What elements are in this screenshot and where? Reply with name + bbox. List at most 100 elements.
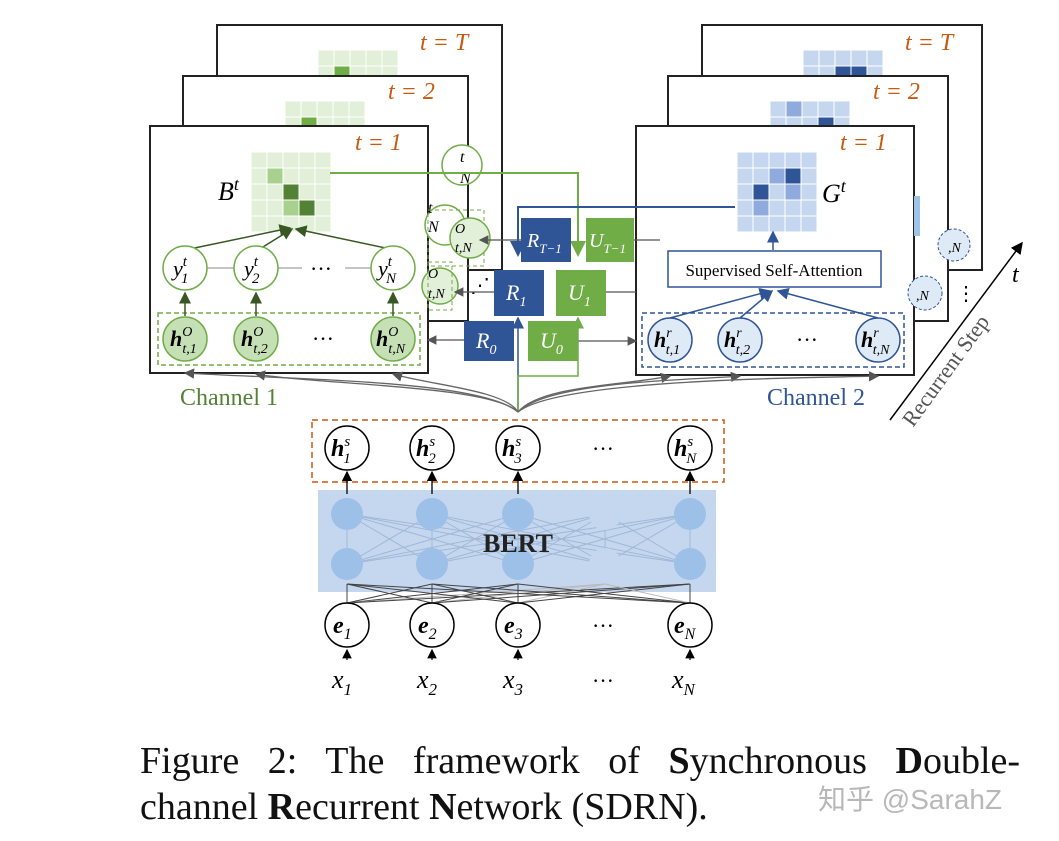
- back-fragment-sub: t,N: [428, 287, 445, 302]
- middle-dots: ⋰: [470, 275, 490, 297]
- matrix-cell: [314, 199, 332, 217]
- hs-ellipsis: ···: [592, 436, 614, 461]
- U-0-block: [528, 321, 578, 361]
- matrix-G: [736, 151, 818, 233]
- hO-node-N: [370, 316, 416, 362]
- recurrent-step-var: t: [1012, 262, 1020, 288]
- U-0-label: U0: [540, 328, 563, 358]
- matrix-cell: [266, 199, 284, 217]
- bert-node: [674, 498, 706, 530]
- matrix-cell: [266, 167, 284, 185]
- matrix-cell: [250, 215, 268, 233]
- matrix-cell: [800, 215, 818, 233]
- e-ellipsis: ···: [592, 613, 614, 638]
- matrix-cell: [300, 100, 318, 118]
- matrix-cell: [784, 167, 802, 185]
- frame-label-t-2-right: t = 2: [873, 79, 920, 105]
- matrix-cell: [250, 199, 268, 217]
- embedding-edge: [431, 583, 519, 604]
- matrix-cell: [768, 199, 786, 217]
- matrix-B-label: Bt: [218, 174, 240, 206]
- frame-label-t-T-left: t = T: [420, 30, 470, 56]
- matrix-cell: [817, 100, 835, 118]
- e-node-2: [409, 602, 455, 648]
- bert-node: [502, 498, 534, 530]
- hs-node-N: [667, 425, 713, 471]
- matrix-cell: [266, 151, 284, 169]
- matrix-cell: [332, 100, 350, 118]
- back-fragment-sup: t: [428, 200, 433, 217]
- R-1-label: R1: [505, 280, 526, 310]
- bert-node: [589, 498, 621, 530]
- hs-node-1: [324, 425, 370, 471]
- embedding-edge: [346, 583, 433, 604]
- matrix-cell: [801, 100, 819, 118]
- back-y-node: [441, 144, 483, 186]
- channel2-back-fragments: ,N ,N ⋮: [907, 196, 976, 311]
- back-fragment-sub: t,N: [455, 241, 472, 256]
- relation-units: RT−1 UT−1 R1 U1 R0 U0: [464, 218, 634, 361]
- hs-node-3: [495, 425, 541, 471]
- frame-label-t-1-right: t = 1: [840, 130, 887, 156]
- matrix-cell: [833, 100, 851, 118]
- channel1-title: Channel 1: [180, 385, 278, 411]
- R-0-label: R0: [475, 328, 496, 358]
- back-fragment-sub-right: ,N: [948, 241, 962, 256]
- x-token-N: xN: [671, 665, 697, 699]
- matrix-cell: [834, 49, 852, 67]
- channel1-h-arrows: [179, 291, 399, 316]
- matrix-cell: [317, 49, 335, 67]
- back-dots-right: ⋮: [956, 283, 976, 305]
- x-ellipsis: ···: [592, 668, 614, 693]
- frame-label-t-2-left: t = 2: [388, 79, 435, 105]
- channel2-h-arrows: [669, 287, 879, 319]
- bert-label: BERT: [483, 529, 553, 558]
- hr-node-N: [855, 317, 901, 363]
- back-fragment-sub-right: ,N: [916, 289, 930, 304]
- U-1-block: [556, 270, 606, 316]
- hO-node-1: [162, 316, 208, 362]
- matrix-cell: [282, 151, 300, 169]
- matrix-cell: [349, 49, 367, 67]
- input-tokens: x1 x2 x3 ··· xN: [331, 665, 697, 699]
- y-ellipsis: ···: [310, 256, 332, 281]
- back-dashed-box-2: [427, 261, 453, 311]
- U-1-label: U1: [568, 280, 591, 310]
- U-T-1-label: UT−1: [589, 230, 626, 256]
- U-T-1-block: [586, 218, 634, 262]
- channel1-h-group: [157, 312, 421, 366]
- matrix-cell: [314, 167, 332, 185]
- back-h-node-right-2: [907, 275, 943, 311]
- bert-node: [416, 548, 448, 580]
- B-to-U1-line: [330, 172, 586, 257]
- matrix-cell: [736, 215, 754, 233]
- bert-node: [674, 548, 706, 580]
- back-fragment-sup: O: [428, 267, 438, 282]
- bert-edge: [517, 513, 691, 565]
- frame-label-t-1-left: t = 1: [355, 130, 402, 156]
- matrix-cell: [284, 100, 302, 118]
- R-T-1-block: [521, 218, 571, 262]
- embedding-edge: [346, 583, 691, 604]
- bert-edge: [346, 513, 433, 565]
- matrix-cell: [298, 151, 316, 169]
- watermark: 知乎 @SarahZ: [818, 784, 1003, 815]
- R-0-block: [464, 321, 514, 361]
- matrix-cell: [784, 151, 802, 169]
- embedding-edge: [346, 583, 519, 604]
- matrix-G-label: Gt: [822, 176, 847, 208]
- hr-ellipsis: ···: [796, 327, 818, 352]
- matrix-cell: [800, 151, 818, 169]
- matrix-cell: [333, 49, 351, 67]
- bert-edge: [604, 513, 691, 565]
- matrix-cell: [802, 49, 820, 67]
